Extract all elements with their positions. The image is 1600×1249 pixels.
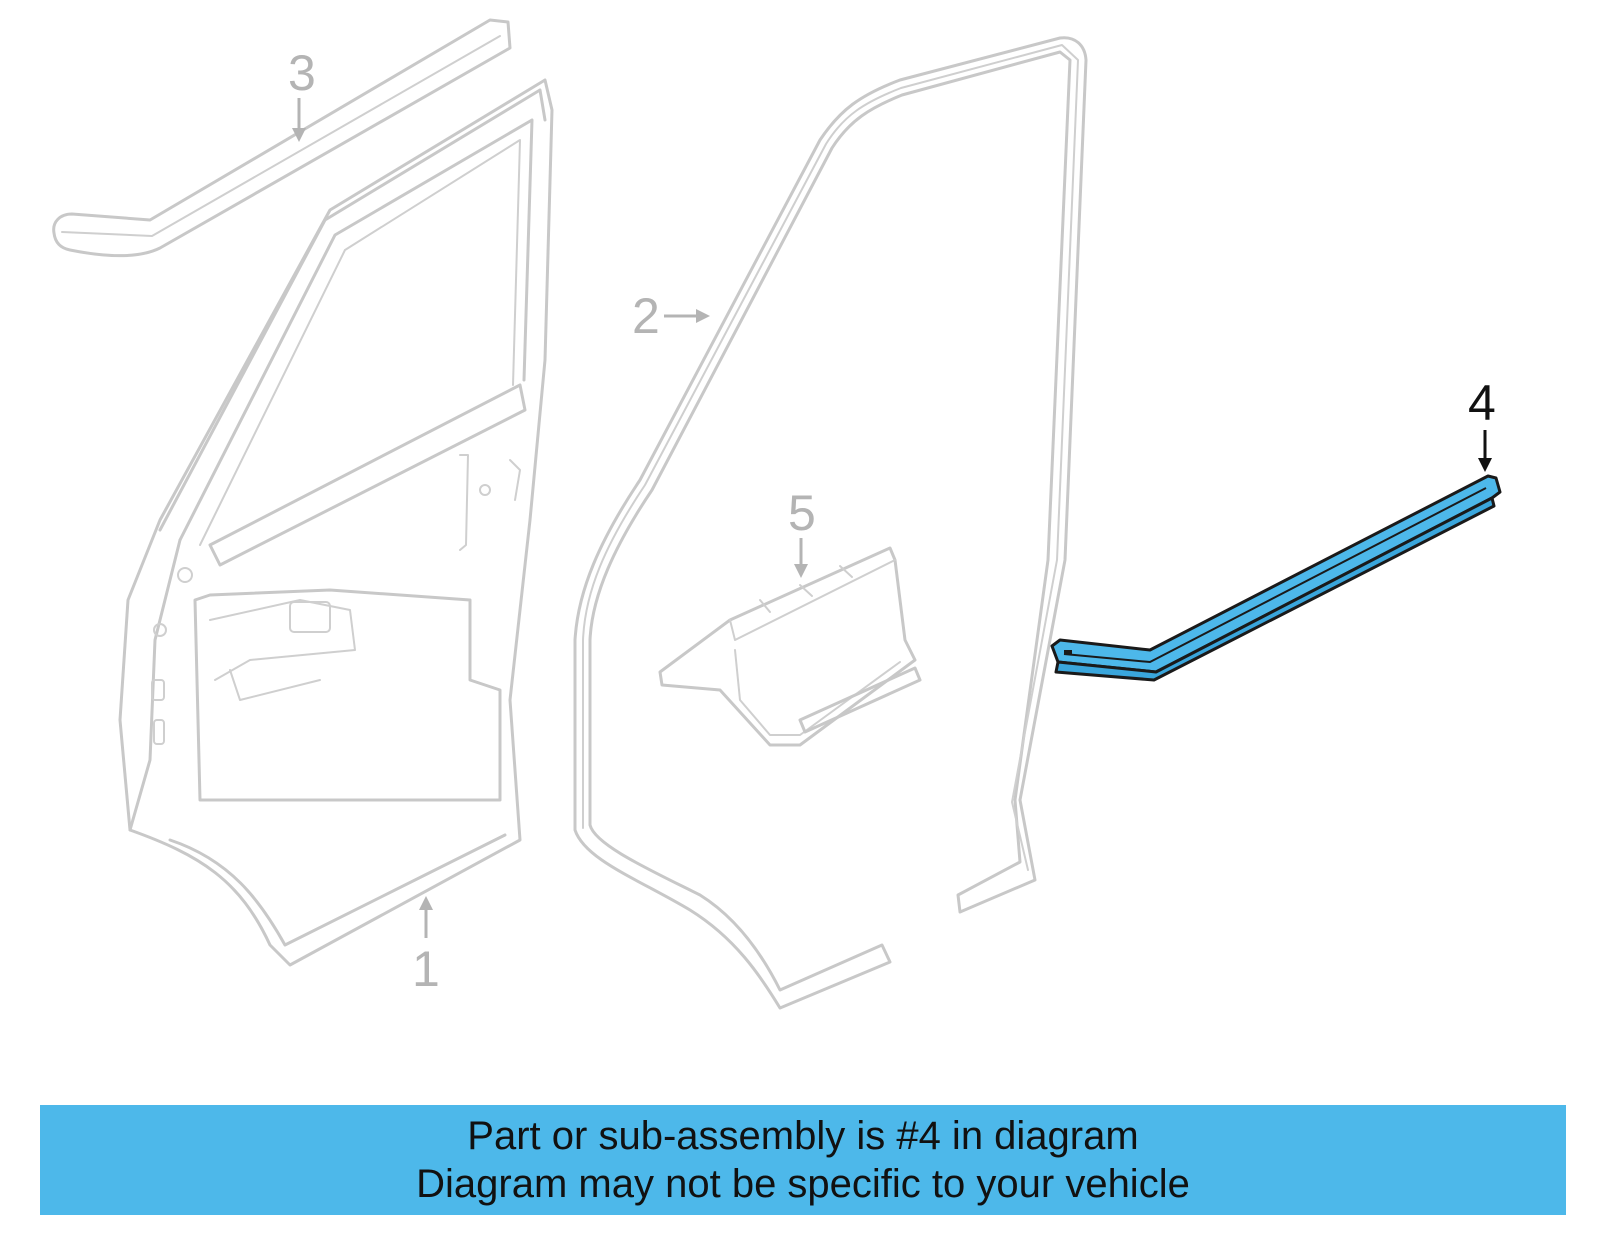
callout-3: 3 bbox=[288, 45, 316, 142]
info-banner: Part or sub-assembly is #4 in diagram Di… bbox=[40, 1105, 1566, 1215]
callout-4-label: 4 bbox=[1468, 375, 1496, 431]
parts-diagram: 3 2 5 1 4 bbox=[52, 18, 1502, 1010]
callout-4: 4 bbox=[1468, 375, 1496, 472]
part-4-sill-plate-top bbox=[1050, 474, 1502, 674]
part-4-sill-plate-groove bbox=[1063, 487, 1487, 664]
callout-1-label: 1 bbox=[412, 941, 440, 997]
part-5-bracket bbox=[658, 546, 922, 747]
banner-disclaimer: Diagram may not be specific to your vehi… bbox=[416, 1162, 1190, 1206]
callout-2: 2 bbox=[632, 288, 710, 344]
callout-2-label: 2 bbox=[632, 288, 660, 344]
banner-part-notice: Part or sub-assembly is #4 in diagram bbox=[467, 1114, 1139, 1158]
part-4-sill-plate-edge bbox=[1054, 496, 1496, 682]
part-1-door-shell bbox=[118, 78, 554, 967]
part-2-door-weatherstrip bbox=[573, 36, 1088, 1010]
part-4-sill-plate-slot bbox=[1064, 650, 1072, 654]
callout-5: 5 bbox=[788, 485, 816, 578]
part-3-roof-strip bbox=[52, 18, 512, 258]
callout-3-label: 3 bbox=[288, 45, 316, 101]
part-4-sill-plate bbox=[1050, 474, 1502, 682]
callout-5-label: 5 bbox=[788, 485, 816, 541]
callout-1: 1 bbox=[412, 896, 440, 997]
